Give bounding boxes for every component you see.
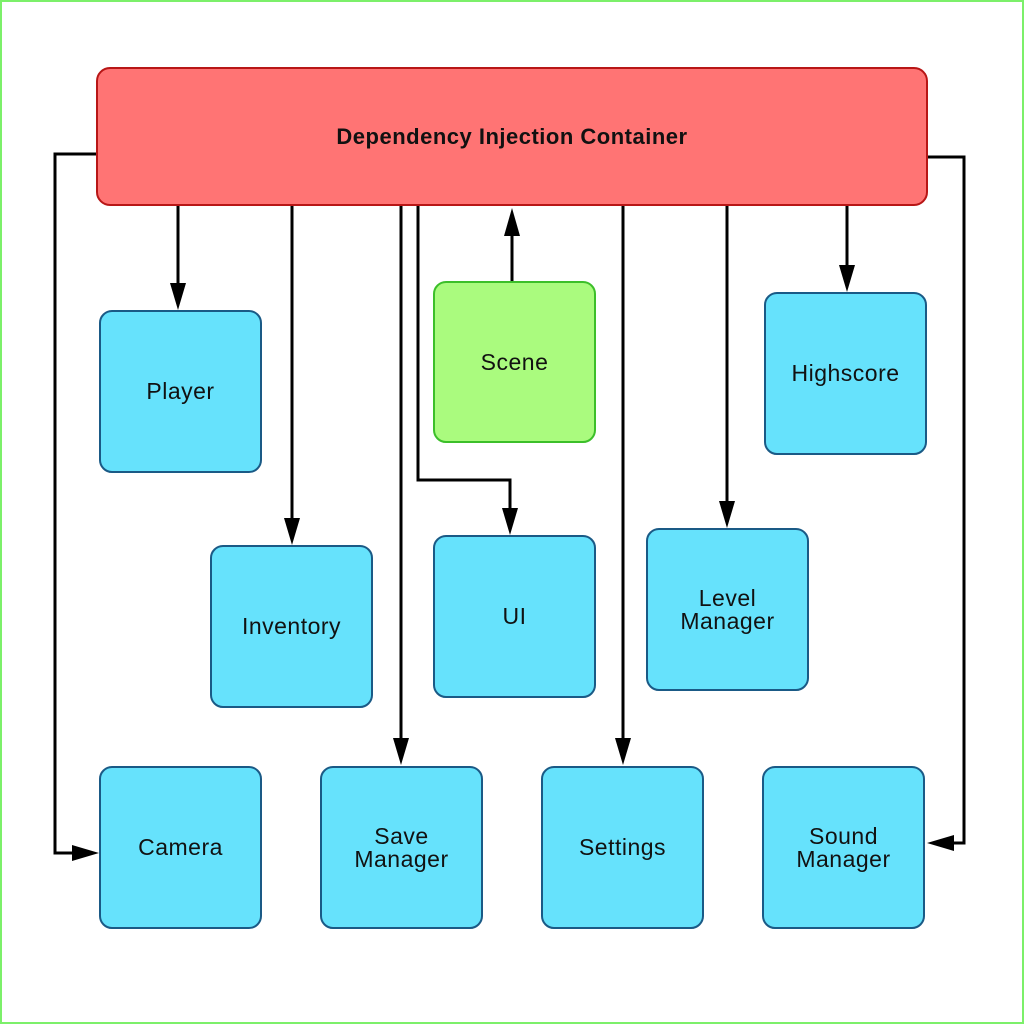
ui-node: UI: [433, 535, 596, 698]
player-node: Player: [99, 310, 262, 473]
level-manager-node: Level Manager: [646, 528, 809, 691]
save-manager-node: Save Manager: [320, 766, 483, 929]
sound-manager-node: Sound Manager: [762, 766, 925, 929]
dependency-injection-container-node: Dependency Injection Container: [96, 67, 928, 206]
highscore-node: Highscore: [764, 292, 927, 455]
highscore-label: Highscore: [791, 360, 900, 386]
save-manager-label: Save Manager: [354, 822, 449, 872]
level-manager-label: Level Manager: [680, 584, 775, 634]
camera-label: Camera: [138, 834, 223, 860]
inventory-node: Inventory: [210, 545, 373, 708]
container-label: Dependency Injection Container: [336, 124, 688, 149]
settings-node: Settings: [541, 766, 704, 929]
sound-manager-label: Sound Manager: [796, 822, 891, 872]
settings-label: Settings: [578, 834, 667, 860]
player-label: Player: [146, 378, 215, 404]
scene-label: Scene: [480, 348, 549, 375]
inventory-label: Inventory: [241, 613, 342, 639]
camera-node: Camera: [99, 766, 262, 929]
ui-label: UI: [502, 603, 527, 629]
scene-node: Scene: [433, 281, 596, 443]
